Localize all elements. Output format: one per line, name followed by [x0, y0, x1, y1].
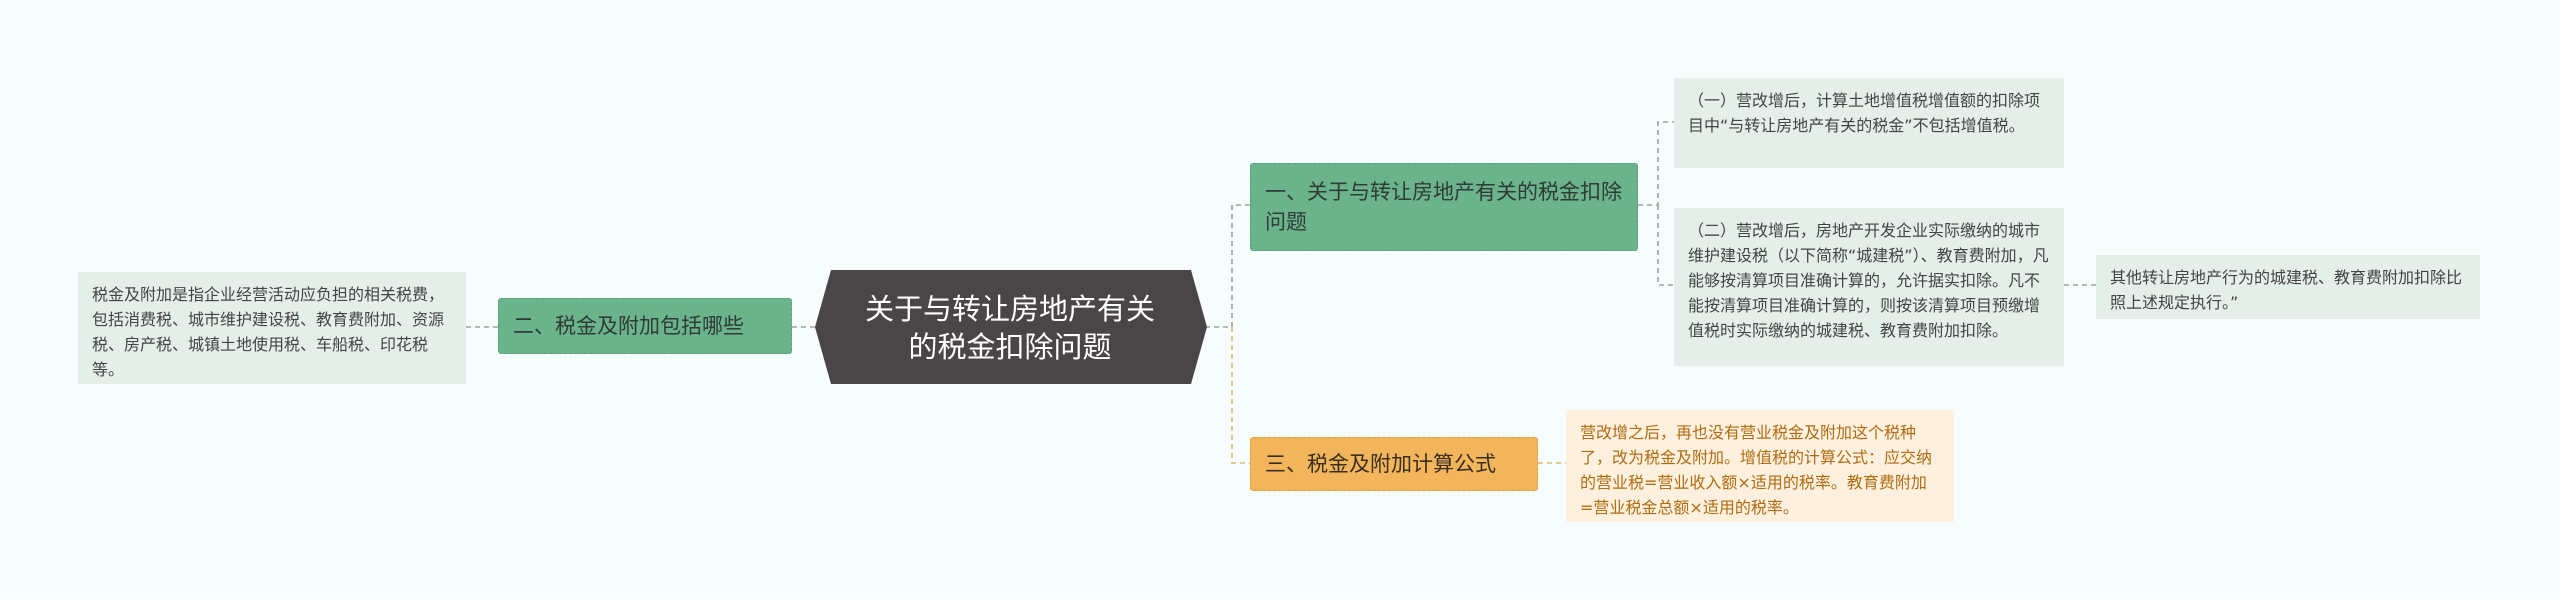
root-node-shape	[815, 270, 1207, 384]
leaf-tax-definition[interactable]: 税金及附加是指企业经营活动应负担的相关税费，包括消费税、城市维护建设税、教育费附…	[78, 272, 466, 384]
leaf-text: 营改增之后，再也没有营业税金及附加这个税种了，改为税金及附加。增值税的计算公式：…	[1580, 423, 1933, 517]
leaf-vat-exclusion[interactable]: （一）营改增后，计算土地增值税增值额的扣除项目中“与转让房地产有关的税金”不包括…	[1674, 78, 2064, 168]
leaf-text: （一）营改增后，计算土地增值税增值额的扣除项目中“与转让房地产有关的税金”不包括…	[1688, 91, 2041, 135]
leaf-formula[interactable]: 营改增之后，再也没有营业税金及附加这个税种了，改为税金及附加。增值税的计算公式：…	[1566, 410, 1954, 522]
branch-tax-deduction[interactable]: 一、关于与转让房地产有关的税金扣除问题	[1250, 163, 1638, 251]
branch-label: 一、关于与转让房地产有关的税金扣除问题	[1265, 180, 1622, 234]
leaf-text: 税金及附加是指企业经营活动应负担的相关税费，包括消费税、城市维护建设税、教育费附…	[92, 285, 445, 379]
branch-tax-formula[interactable]: 三、税金及附加计算公式	[1250, 437, 1538, 491]
branch-label: 二、税金及附加包括哪些	[513, 314, 744, 338]
branch-taxes-included[interactable]: 二、税金及附加包括哪些	[498, 298, 792, 354]
leaf-text: （二）营改增后，房地产开发企业实际缴纳的城市维护建设税（以下简称“城建税”）、教…	[1688, 221, 2049, 340]
leaf-urban-tax-deduction[interactable]: （二）营改增后，房地产开发企业实际缴纳的城市维护建设税（以下简称“城建税”）、教…	[1674, 208, 2064, 366]
branch-label: 三、税金及附加计算公式	[1265, 452, 1496, 476]
leaf-other-transfers[interactable]: 其他转让房地产行为的城建税、教育费附加扣除比照上述规定执行。”	[2096, 255, 2480, 319]
leaf-text: 其他转让房地产行为的城建税、教育费附加扣除比照上述规定执行。”	[2110, 268, 2463, 312]
root-title[interactable]: 关于与转让房地产有关的税金扣除问题	[864, 292, 1155, 364]
